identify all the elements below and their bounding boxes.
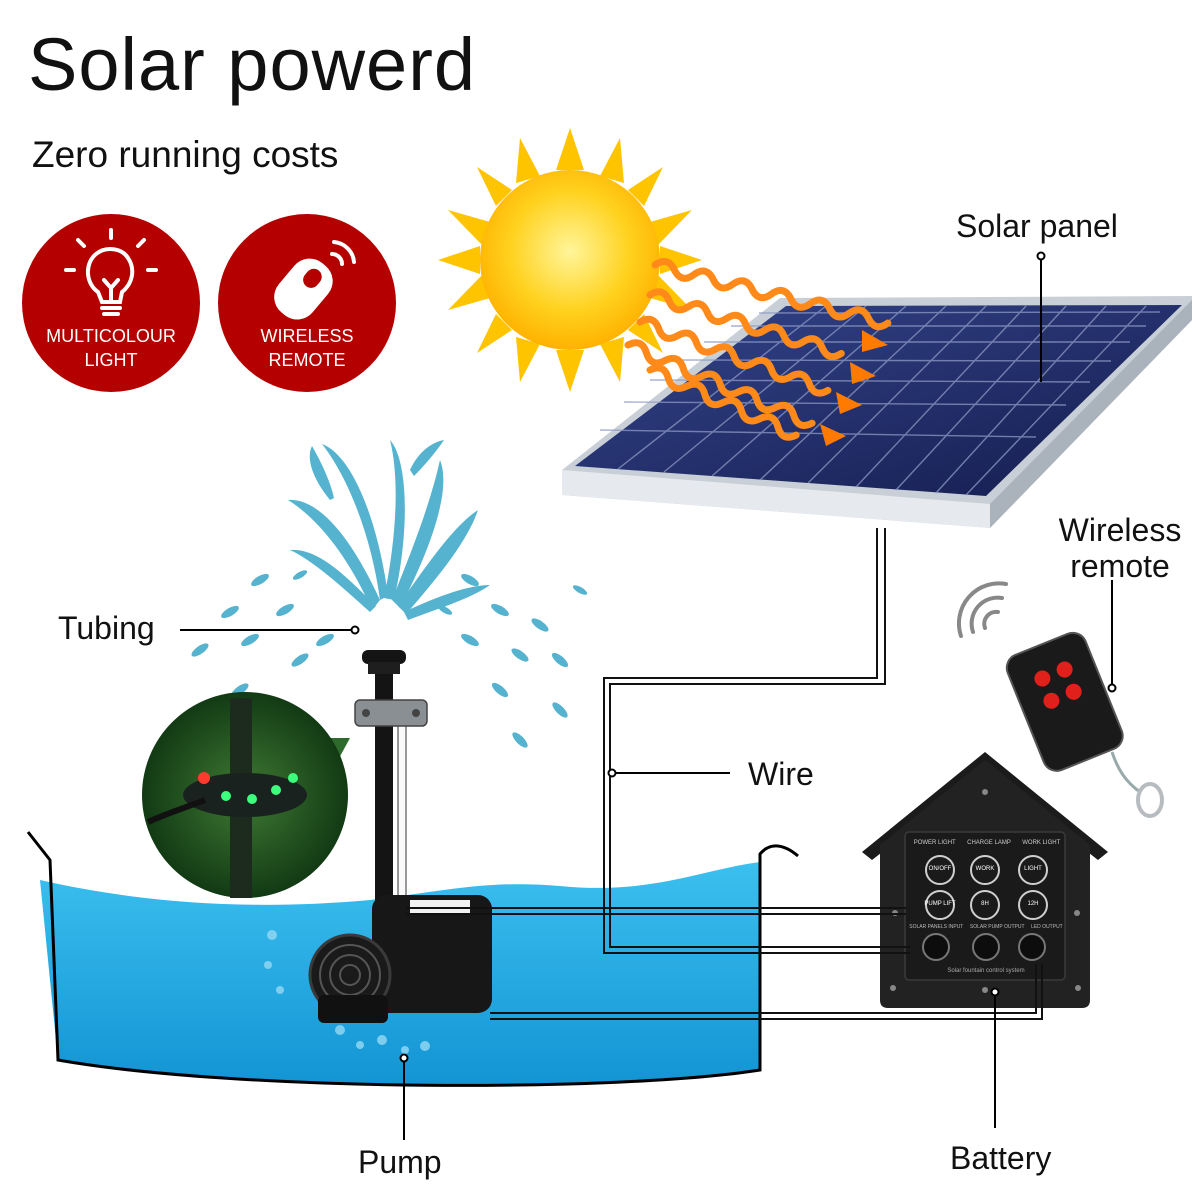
remote-leader [1107, 580, 1117, 693]
badge-wireless-remote: WIRELESS REMOTE [218, 214, 396, 392]
solar-panel-leader [1036, 251, 1046, 382]
controller-port-label: SOLAR PANELS INPUT [909, 924, 964, 930]
badge-label-line2: LIGHT [84, 350, 138, 370]
controller-button-label: LIGHT [1024, 866, 1042, 872]
sun-rays [624, 257, 892, 441]
solar-panel [562, 296, 1192, 528]
lightbulb-icon [64, 228, 158, 316]
controller-button-label: ON/OFF [928, 866, 952, 872]
controller-footer: Solar fountain control system [947, 968, 1025, 974]
label-solar-panel: Solar panel [956, 208, 1118, 244]
sun-icon [438, 128, 702, 392]
controller-port-labels: SOLAR PANELS INPUT SOLAR PUMP OUTPUT LED… [906, 924, 1066, 930]
controller-port-label: LED OUTPUT [1031, 924, 1063, 930]
badge-label-line2: REMOTE [268, 350, 346, 370]
controller-label: POWER LIGHT [913, 840, 956, 846]
badge-label-line1: WIRELESS [260, 326, 354, 346]
ray-arrowheads [820, 330, 888, 446]
label-battery: Battery [950, 1140, 1052, 1176]
pump [264, 895, 492, 1054]
controller-button-label: 12H [1027, 901, 1039, 907]
controller-port-label: SOLAR PUMP OUTPUT [969, 924, 1025, 930]
wire-leader [607, 768, 730, 778]
label-pump: Pump [358, 1144, 442, 1180]
battery-leader [990, 987, 1000, 1128]
badge-label-line1: MULTICOLOUR [46, 326, 176, 346]
page-title: Solar powerd [28, 23, 477, 106]
label-wireless-remote-line2: remote [1070, 548, 1170, 584]
label-tubing: Tubing [58, 610, 155, 646]
label-wire: Wire [748, 756, 814, 792]
wires [406, 528, 1043, 1020]
water-drops [191, 570, 588, 748]
controller-button-label: 8H [981, 901, 989, 907]
controller-label: WORK LIGHT [1022, 840, 1061, 846]
multicolour-light-photo [142, 692, 350, 898]
tubing-leader [180, 625, 360, 635]
wireless-remote [957, 581, 1164, 818]
controller-button-label: PUMP LIFT [924, 901, 956, 907]
badge-multicolour-light: MULTICOLOUR LIGHT [22, 214, 200, 392]
label-wireless-remote-line1: Wireless [1058, 512, 1182, 548]
page-subtitle: Zero running costs [32, 134, 339, 175]
controller-box [862, 752, 1108, 1008]
controller-button-label: WORK [975, 866, 995, 872]
controller-top-labels: POWER LIGHT CHARGE LAMP WORK LIGHT [908, 840, 1066, 846]
controller-label: CHARGE LAMP [967, 840, 1011, 846]
pump-tube [354, 650, 428, 915]
label-wireless-remote: Wireless remote [1050, 512, 1190, 584]
remote-icon [274, 240, 356, 320]
fountain-spray [288, 440, 490, 620]
pump-leader [399, 1053, 409, 1140]
